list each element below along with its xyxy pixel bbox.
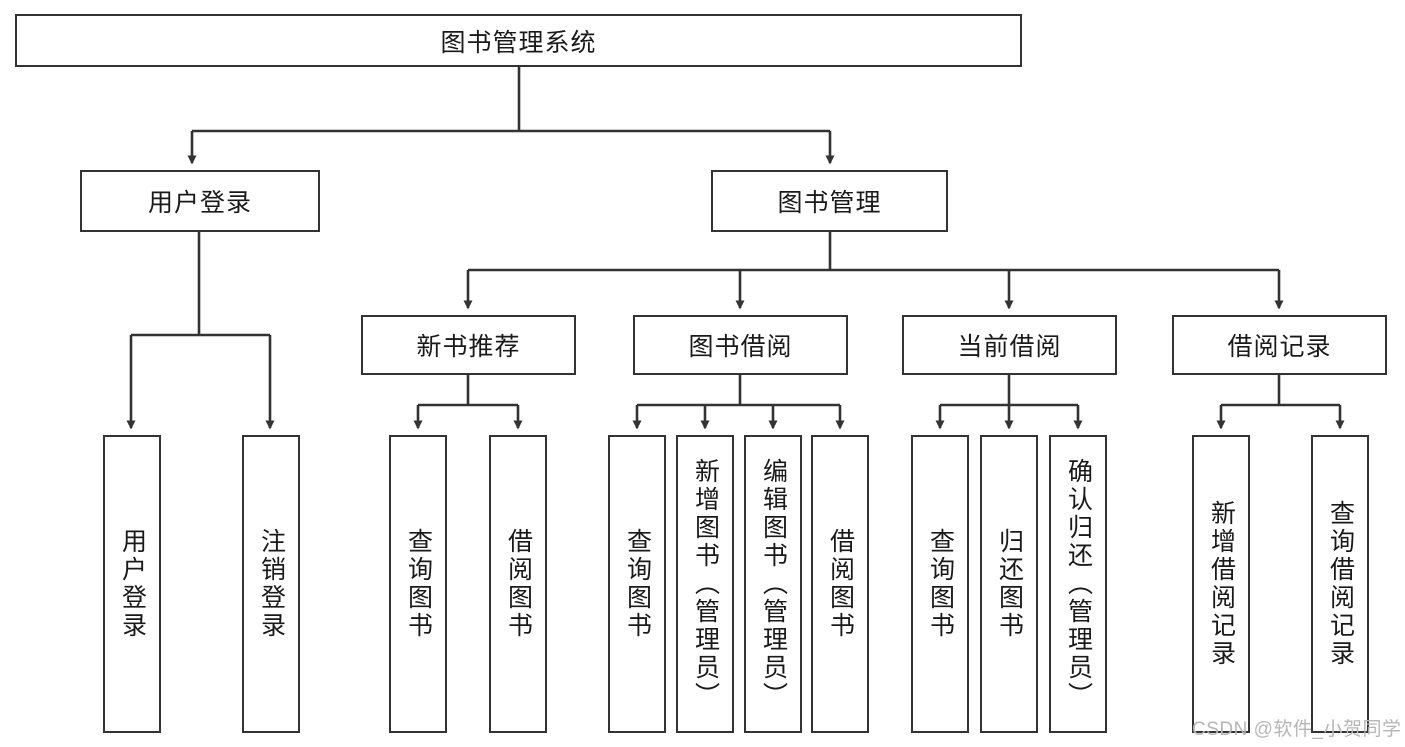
node-label: 查询借阅记录	[1326, 500, 1355, 668]
node-label: 借阅图书	[826, 528, 855, 640]
node-label: 借阅记录	[1227, 333, 1332, 361]
node-label: 查询图书	[926, 528, 955, 640]
node-book-management-system[interactable]: 图书管理系统	[15, 14, 1022, 67]
node-label: 确认归还（管理员）	[1064, 458, 1093, 710]
node-label: 用户登录	[118, 528, 147, 640]
node-leaf-query-book-3[interactable]: 查询图书	[911, 435, 969, 733]
node-leaf-logout-login[interactable]: 注销登录	[242, 435, 300, 733]
node-leaf-edit-book[interactable]: 编辑图书（管理员）	[744, 435, 802, 733]
node-label: 借阅图书	[504, 528, 533, 640]
node-label: 新增借阅记录	[1207, 500, 1236, 668]
node-label: 新增图书（管理员）	[691, 458, 720, 710]
node-leaf-add-record[interactable]: 新增借阅记录	[1192, 435, 1250, 733]
node-leaf-query-book-2[interactable]: 查询图书	[608, 435, 666, 733]
node-label: 用户登录	[147, 189, 252, 217]
node-label: 注销登录	[257, 528, 286, 640]
node-label: 图书借阅	[688, 333, 793, 361]
node-book-borrow[interactable]: 图书借阅	[633, 315, 848, 375]
node-leaf-borrow-book-1[interactable]: 借阅图书	[489, 435, 547, 733]
node-label: 查询图书	[404, 528, 433, 640]
node-leaf-add-book[interactable]: 新增图书（管理员）	[676, 435, 734, 733]
node-leaf-borrow-book-2[interactable]: 借阅图书	[811, 435, 869, 733]
node-user-login[interactable]: 用户登录	[80, 170, 320, 232]
node-leaf-query-record[interactable]: 查询借阅记录	[1311, 435, 1369, 733]
node-label: 图书管理系统	[440, 28, 597, 57]
node-leaf-user-login[interactable]: 用户登录	[103, 435, 161, 733]
node-label: 归还图书	[995, 528, 1024, 640]
node-label: 当前借阅	[957, 333, 1062, 361]
node-label: 图书管理	[777, 189, 882, 217]
node-label: 查询图书	[623, 528, 652, 640]
node-current-borrow[interactable]: 当前借阅	[902, 315, 1117, 375]
node-book-management[interactable]: 图书管理	[711, 170, 948, 232]
node-label: 编辑图书（管理员）	[759, 458, 788, 710]
node-leaf-query-book-1[interactable]: 查询图书	[389, 435, 447, 733]
node-leaf-return-book[interactable]: 归还图书	[980, 435, 1038, 733]
node-borrow-record[interactable]: 借阅记录	[1172, 315, 1387, 375]
csdn-watermark: CSDN @软件_小贺同学	[1192, 719, 1402, 740]
node-new-book-recommend[interactable]: 新书推荐	[361, 315, 576, 375]
node-leaf-confirm-return[interactable]: 确认归还（管理员）	[1049, 435, 1107, 733]
node-label: 新书推荐	[416, 333, 521, 361]
